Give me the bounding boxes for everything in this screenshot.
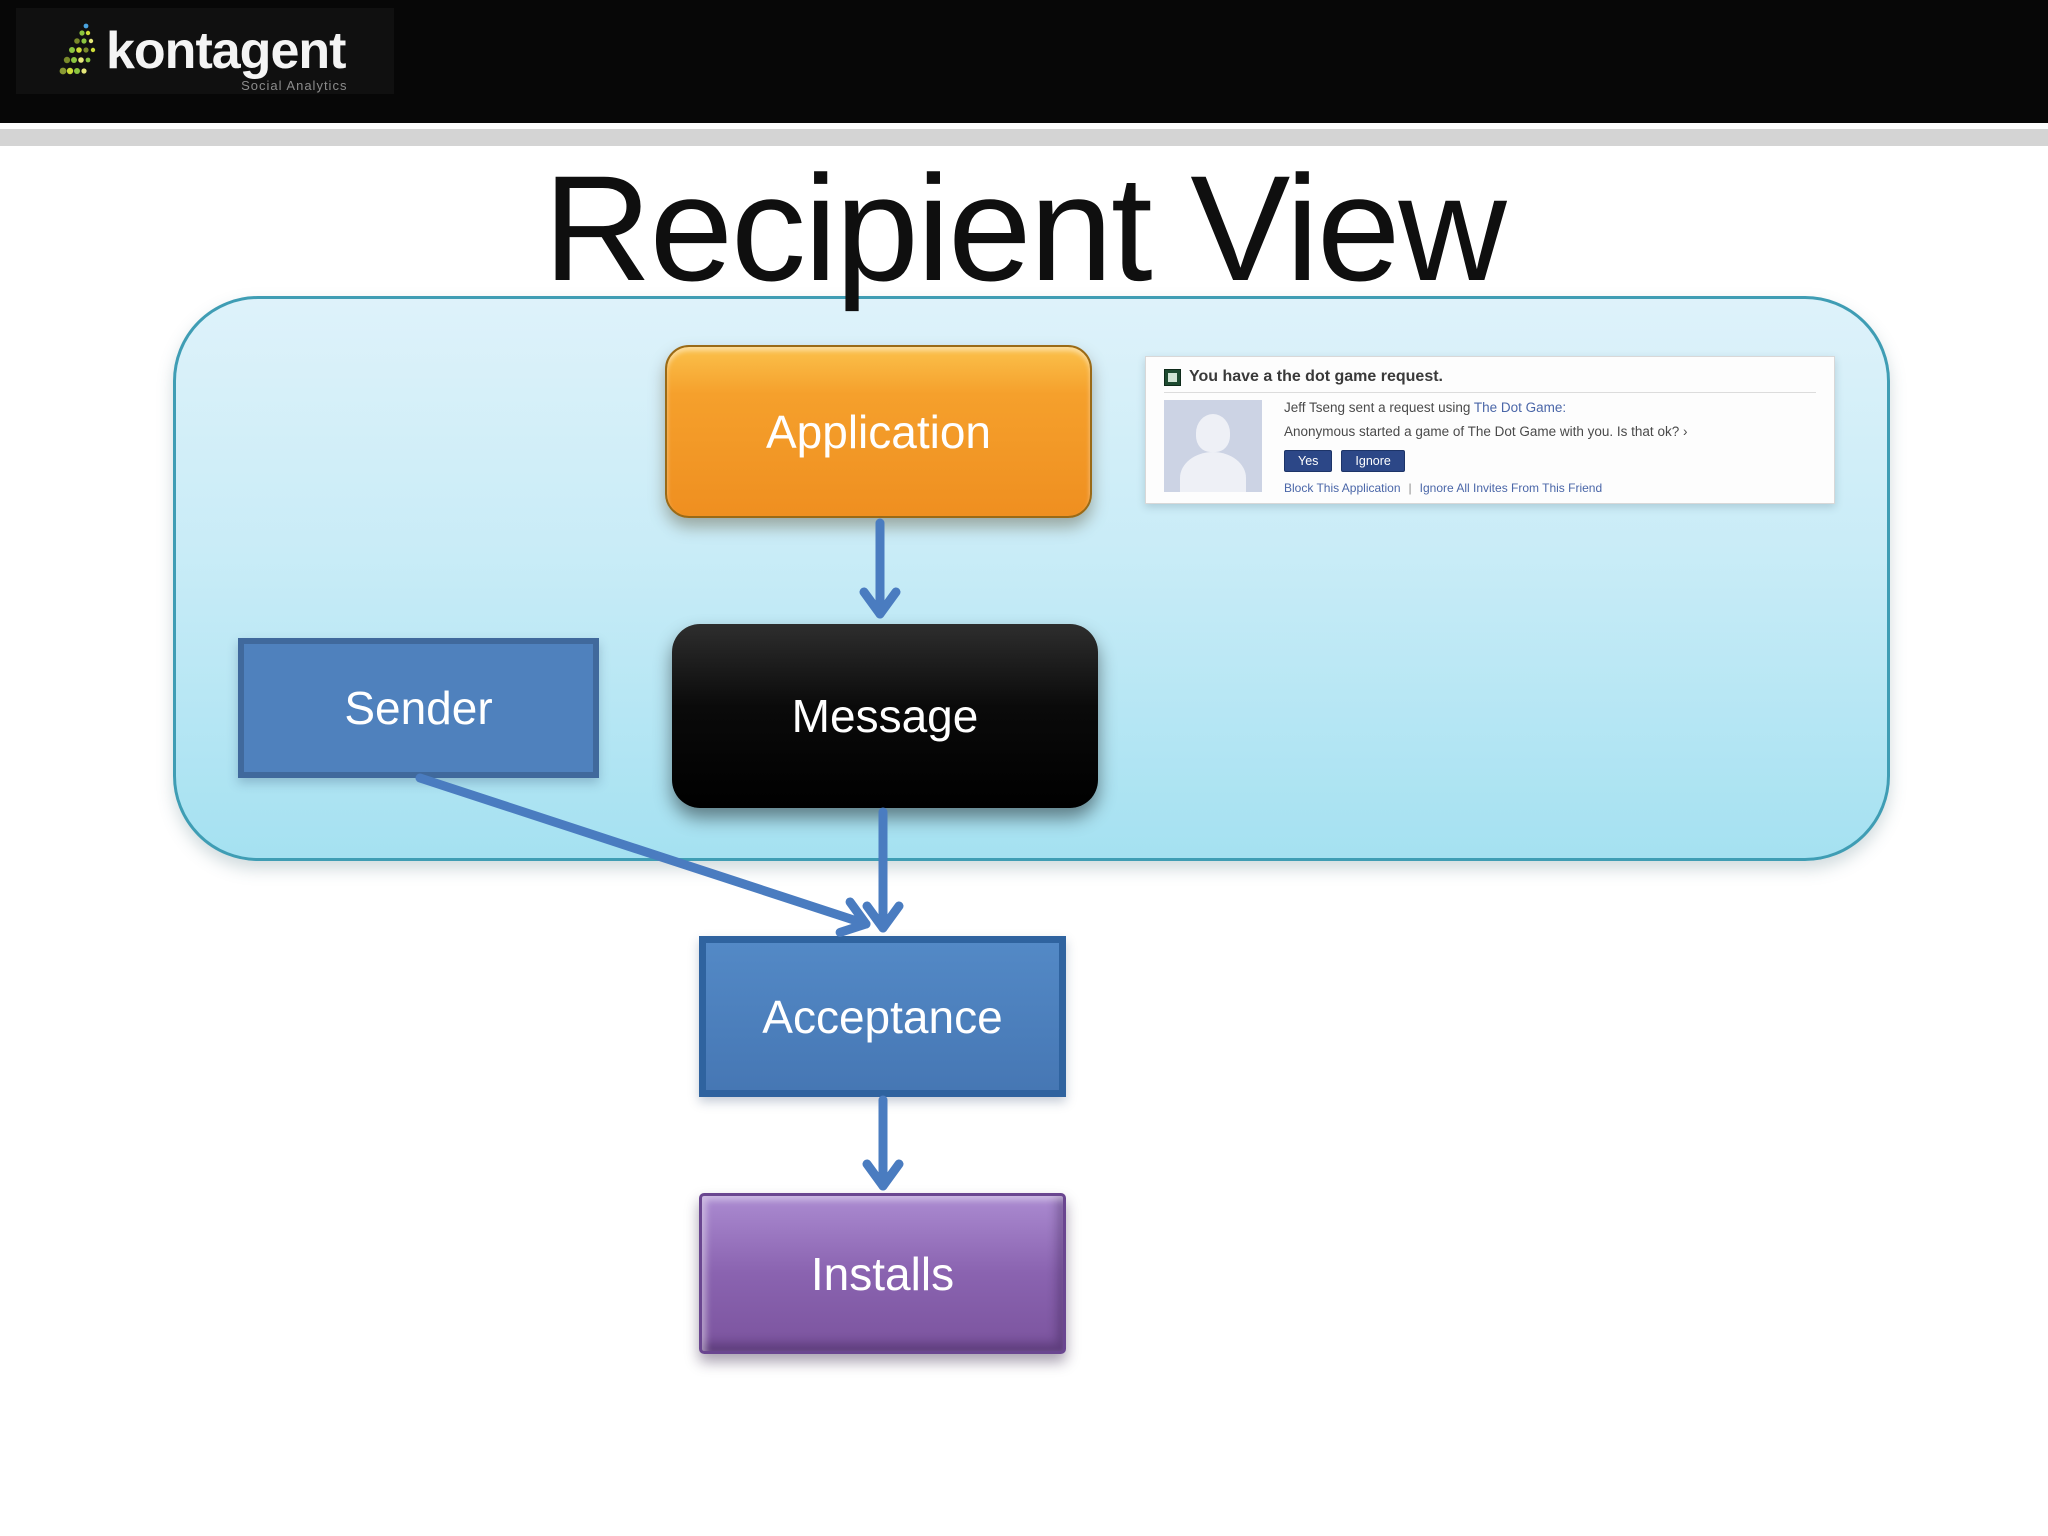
notification-line1-text: Jeff Tseng sent a request using: [1284, 400, 1474, 415]
block-application-link[interactable]: Block This Application: [1284, 481, 1401, 495]
topbar-gap: [0, 123, 2048, 129]
avatar: [1164, 400, 1262, 492]
notification-app-icon: [1164, 368, 1181, 386]
node-acceptance-label: Acceptance: [762, 990, 1003, 1043]
footer-separator: |: [1408, 481, 1412, 495]
node-message-label: Message: [791, 690, 979, 742]
notification-header-row: You have a the dot game request.: [1164, 368, 1816, 386]
kontagent-logo: kontagent Social Analytics: [16, 8, 394, 94]
facebook-notification: You have a the dot game request. Jeff Ts…: [1145, 356, 1835, 504]
ignore-button[interactable]: Ignore: [1341, 450, 1405, 472]
logo-tagline: Social Analytics: [241, 78, 348, 93]
yes-button[interactable]: Yes: [1284, 450, 1333, 472]
page-title: Recipient View: [543, 144, 1506, 312]
kontagent-tree-icon: [59, 23, 96, 75]
node-application-label: Application: [765, 405, 992, 458]
notification-divider: [1164, 392, 1816, 393]
node-sender: Sender: [238, 638, 599, 778]
notification-header-text: You have a the dot game request.: [1189, 368, 1443, 385]
node-installs-label: Installs: [810, 1247, 955, 1300]
node-acceptance: Acceptance: [699, 936, 1066, 1097]
logo-text: kontagent: [106, 22, 346, 80]
avatar-head: [1196, 414, 1230, 452]
notification-line1: Jeff Tseng sent a request using The Dot …: [1284, 400, 1816, 415]
avatar-shoulders: [1180, 452, 1246, 492]
top-bar: kontagent Social Analytics: [0, 0, 2048, 123]
dot-game-link[interactable]: The Dot Game:: [1473, 400, 1567, 415]
notification-line2: Anonymous started a game of The Dot Game…: [1284, 424, 1688, 439]
node-message: Message: [672, 624, 1098, 808]
node-sender-label: Sender: [344, 682, 493, 734]
node-installs: Installs: [699, 1193, 1066, 1354]
node-application: Application: [665, 345, 1092, 518]
divider-strip: [0, 129, 2048, 146]
ignore-invites-link[interactable]: Ignore All Invites From This Friend: [1419, 481, 1603, 495]
